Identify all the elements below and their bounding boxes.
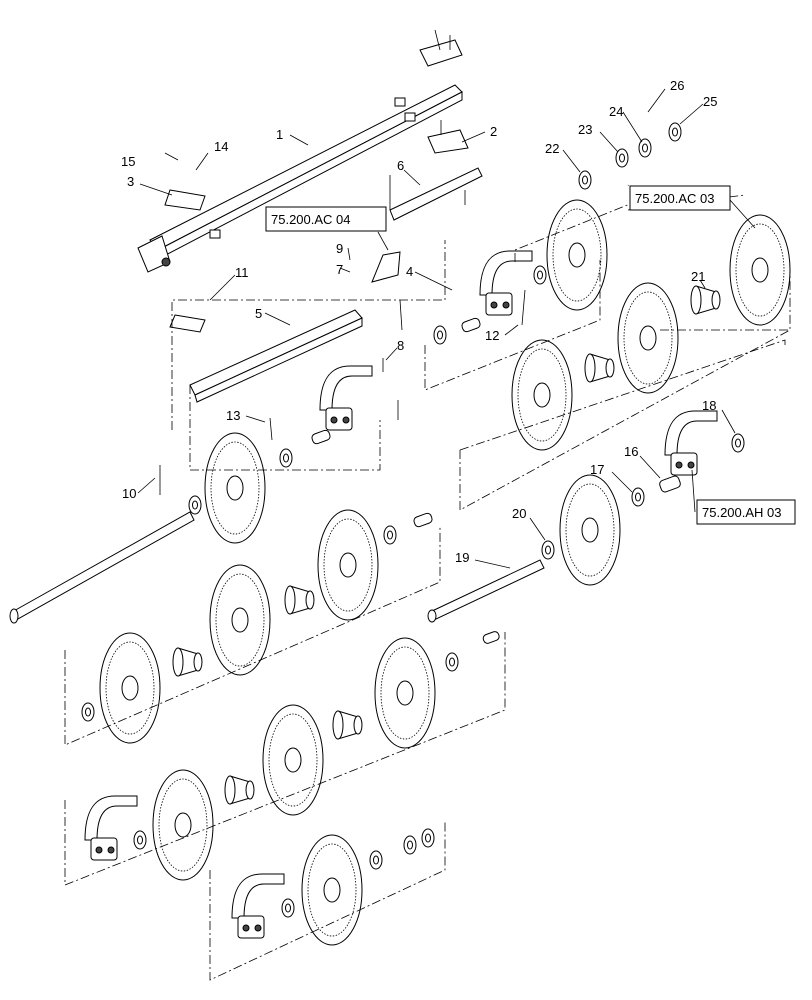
reference-ac03-label: 75.200.AC 03	[635, 191, 715, 206]
callout-18: 18	[702, 398, 716, 413]
nut-25	[668, 122, 682, 142]
bolts	[159, 289, 526, 495]
reference-box-ac04: 75.200.AC 04	[265, 206, 387, 232]
disc-row3-b	[262, 704, 324, 816]
spool-row3-a	[224, 775, 255, 805]
bearing-bottom	[369, 850, 383, 870]
bearing-22	[578, 170, 592, 190]
disc-right-lower	[559, 474, 621, 586]
callout-9: 9	[336, 241, 343, 256]
hub-row2	[383, 525, 397, 545]
disc-row3-a	[152, 769, 214, 881]
plate-11	[169, 314, 206, 333]
callout-19: 19	[455, 550, 469, 565]
callout-15: 15	[121, 154, 135, 169]
axle-shaft-left	[9, 511, 195, 624]
reference-box-ac03: 75.200.AC 03	[629, 185, 731, 211]
reference-ac04-label: 75.200.AC 04	[271, 212, 351, 227]
callout-12: 12	[485, 328, 499, 343]
disc-left-upper	[204, 432, 266, 544]
arm-bracket-right	[664, 410, 718, 476]
callout-20: 20	[512, 506, 526, 521]
washer-18	[731, 433, 745, 453]
hub-left	[279, 448, 293, 468]
callout-1: 1	[276, 127, 283, 142]
axle-shaft-19	[427, 559, 545, 623]
callout-14: 14	[214, 139, 228, 154]
washer-bottom	[281, 898, 295, 918]
arm-bracket-middle	[319, 365, 373, 431]
callout-5: 5	[255, 306, 262, 321]
spool-row2-b	[284, 585, 315, 615]
callout-26: 26	[670, 78, 684, 93]
callout-6: 6	[397, 158, 404, 173]
sleeves	[311, 317, 681, 644]
callout-17: 17	[590, 462, 604, 477]
disc-row2-a	[99, 632, 161, 744]
main-frame-bar	[137, 29, 463, 273]
callout-7: 7	[336, 262, 343, 277]
mount-bracket-2	[427, 120, 469, 154]
arm-bracket-upper	[479, 250, 533, 316]
callout-25: 25	[703, 94, 717, 109]
callout-24: 24	[609, 104, 623, 119]
arm-bracket-bottom	[231, 873, 285, 939]
disc-top	[546, 199, 608, 311]
support-bar-5	[189, 309, 363, 403]
reference-box-ah03: 75.200.AH 03	[696, 499, 796, 525]
callout-3: 3	[127, 174, 134, 189]
washer-24	[638, 138, 652, 158]
disc-middle	[511, 339, 573, 451]
washer-bottom-3	[421, 828, 435, 848]
spool-mid	[584, 353, 615, 383]
hub-17	[631, 487, 645, 507]
callout-22: 22	[545, 141, 559, 156]
washer-bottom-2	[403, 835, 417, 855]
callout-16: 16	[624, 444, 638, 459]
washer-row2	[81, 702, 95, 722]
spool-row2-a	[172, 647, 203, 677]
callout-13: 13	[226, 408, 240, 423]
washer-row3	[133, 830, 147, 850]
callout-23: 23	[578, 122, 592, 137]
support-bar-6	[389, 167, 483, 221]
reference-ah03-label: 75.200.AH 03	[702, 505, 782, 520]
disc-bottom	[301, 834, 363, 946]
hub-row3	[445, 652, 459, 672]
callout-21: 21	[691, 269, 705, 284]
spool-21	[690, 285, 721, 315]
callout-8: 8	[397, 338, 404, 353]
washer-upper	[533, 265, 547, 285]
callout-2: 2	[490, 124, 497, 139]
spool-row3-b	[332, 710, 363, 740]
disc-right	[729, 214, 791, 326]
bearing-left	[188, 495, 202, 515]
callout-11: 11	[235, 265, 249, 280]
hub-upper	[433, 325, 447, 345]
disc-middle-right	[617, 282, 679, 394]
callout-10: 10	[122, 486, 136, 501]
disc-row2-c	[317, 509, 379, 621]
disc-row3-c	[374, 637, 436, 749]
disc-row2-b	[209, 564, 271, 676]
callout-4: 4	[406, 264, 413, 279]
arm-bracket-lower-left	[84, 795, 138, 861]
bearing-20	[541, 540, 555, 560]
leader-lines	[137, 88, 756, 569]
scraper-blade	[371, 251, 401, 283]
